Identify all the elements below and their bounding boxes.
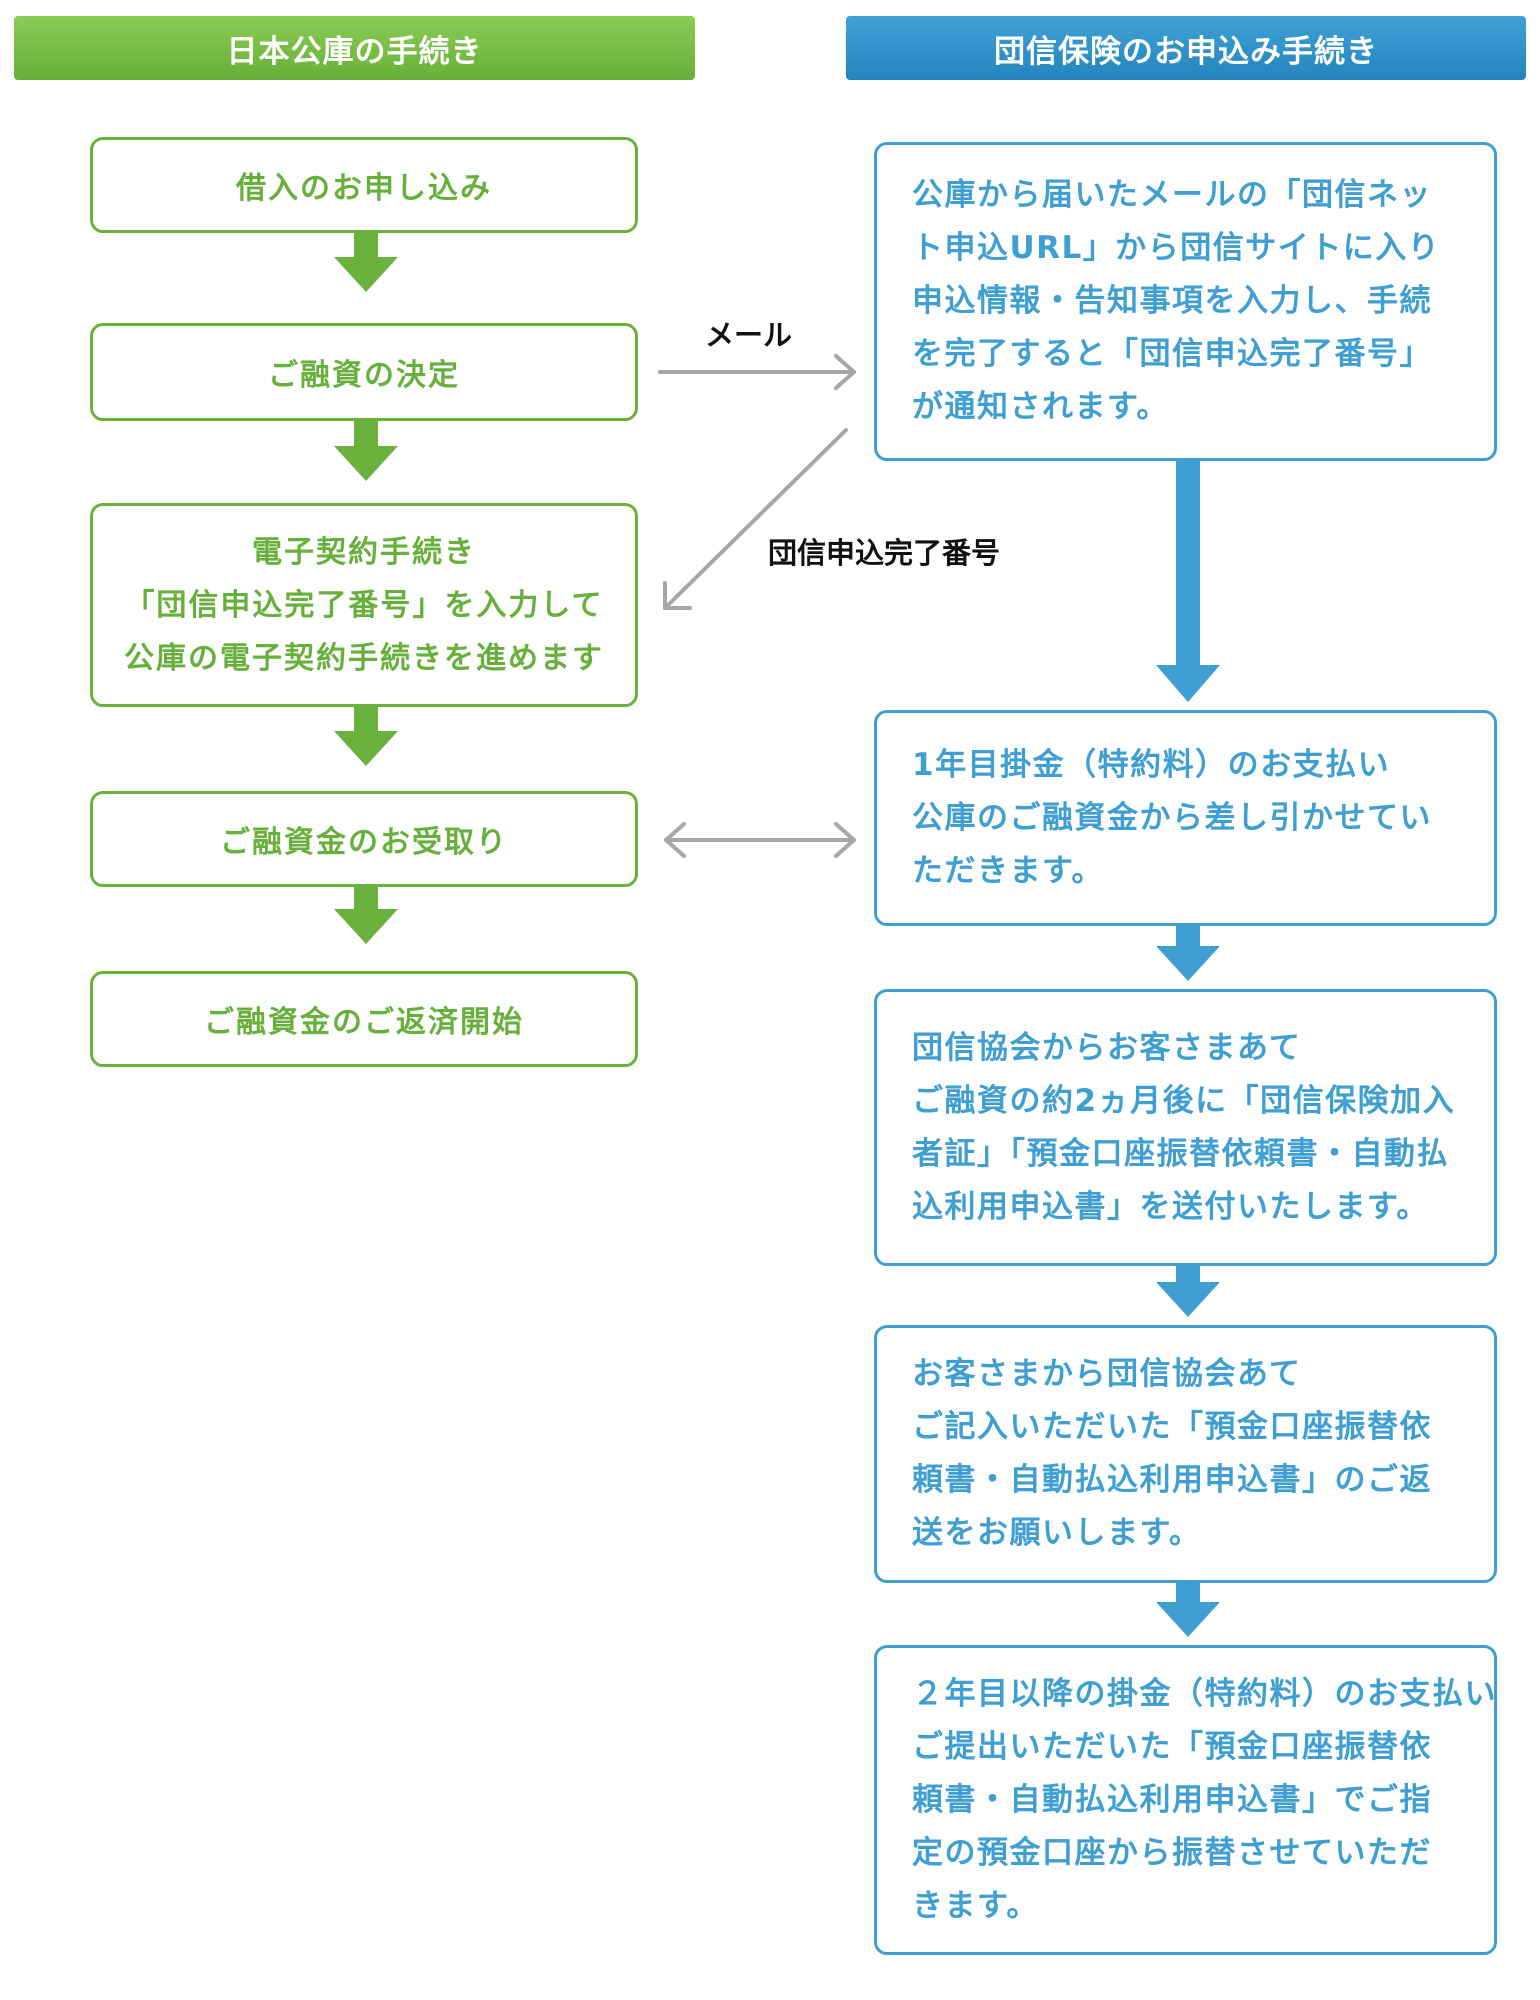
arrow-down-blue-long [1156,460,1220,702]
step-repayment-start: ご融資金のご返済開始 [90,971,638,1067]
step-line: 団信協会からお客さまあて [912,1029,1302,1066]
label-mail: メール [705,318,793,352]
step-return-form: お客さまから団信協会あて ご記入いただいた「預金口座振替依 頼書・自動払込利用申… [874,1325,1497,1583]
step-line: 公庫から届いたメールの「団信ネッ [912,177,1432,213]
step-line: ご融資の約2ヵ月後に「団信保険加入 [912,1082,1456,1119]
step-line: 頼書・自動払込利用申込書」のご返 [912,1462,1432,1498]
step-line: 定の預金口座から振替させていただ [912,1834,1432,1871]
step-text: ご融資の決定 [268,358,460,393]
step-line: お客さまから団信協会あて [912,1356,1302,1392]
step-line: ご提出いただいた「預金口座振替依 [912,1728,1432,1765]
step-line: 込利用申込書」を送付いたします。 [912,1188,1429,1225]
arrow-down-green-2 [334,421,398,481]
step-text: 借入のお申し込み [236,171,492,206]
step-line: ト申込URL」から団信サイトに入り [912,230,1441,266]
step-line: きます。 [912,1887,1039,1924]
step-line: 者証」「預金口座振替依頼書・自動払 [912,1135,1449,1172]
step-line: を完了すると「団信申込完了番号」 [912,336,1432,372]
step-first-year-premium: 1年目掛金（特約料）のお支払い 公庫のご融資金から差し引かせてい ただきます。 [874,710,1497,926]
step-text: 公庫の電子契約手続きを進めます [124,640,604,676]
step-certificate-sent: 団信協会からお客さまあて ご融資の約2ヵ月後に「団信保険加入 者証」「預金口座振… [874,989,1497,1266]
step-text: 電子契約手続き [252,534,476,570]
step-loan-decision: ご融資の決定 [90,323,638,421]
step-line: 頼書・自動払込利用申込書」でご指 [912,1781,1432,1818]
label-completion-number: 団信申込完了番号 [768,536,1001,570]
arrow-down-blue-3 [1156,1264,1220,1317]
step-line: 申込情報・告知事項を入力し、手続 [912,283,1432,319]
step-text: ご融資金のお受取り [220,825,508,860]
arrow-down-green-1 [334,232,398,292]
arrow-down-blue-4 [1156,1581,1220,1637]
arrow-down-blue-2 [1156,924,1220,981]
header-group-insurance-procedures: 団信保険のお申込み手続き [846,16,1526,80]
step-text: 「団信申込完了番号」を入力して [124,587,604,623]
step-line: ２年目以降の掛金（特約料）のお支払い [912,1675,1497,1712]
step-later-year-premium: ２年目以降の掛金（特約料）のお支払い ご提出いただいた「預金口座振替依 頼書・自… [874,1645,1497,1955]
step-line: 公庫のご融資金から差し引かせてい [912,799,1432,836]
step-loan-application: 借入のお申し込み [90,137,638,233]
step-line: が通知されます。 [912,389,1169,425]
arrow-completion-number [663,428,848,610]
step-line: ご記入いただいた「預金口座振替依 [912,1409,1432,1445]
arrow-mail [658,354,856,390]
step-line: 送をお願いします。 [912,1515,1202,1551]
step-electronic-contract: 電子契約手続き 「団信申込完了番号」を入力して 公庫の電子契約手続きを進めます [90,503,638,707]
step-online-application: 公庫から届いたメールの「団信ネッ ト申込URL」から団信サイトに入り 申込情報・… [874,142,1497,461]
arrow-two-way-funds [664,822,856,858]
header-japan-finance-procedures: 日本公庫の手続き [14,16,695,80]
arrow-down-green-3 [334,706,398,766]
step-text: ご融資金のご返済開始 [204,1005,524,1040]
step-line: ただきます。 [912,852,1104,889]
step-line: 1年目掛金（特約料）のお支払い [912,746,1391,783]
arrow-down-green-4 [334,884,398,944]
step-receive-funds: ご融資金のお受取り [90,791,638,887]
